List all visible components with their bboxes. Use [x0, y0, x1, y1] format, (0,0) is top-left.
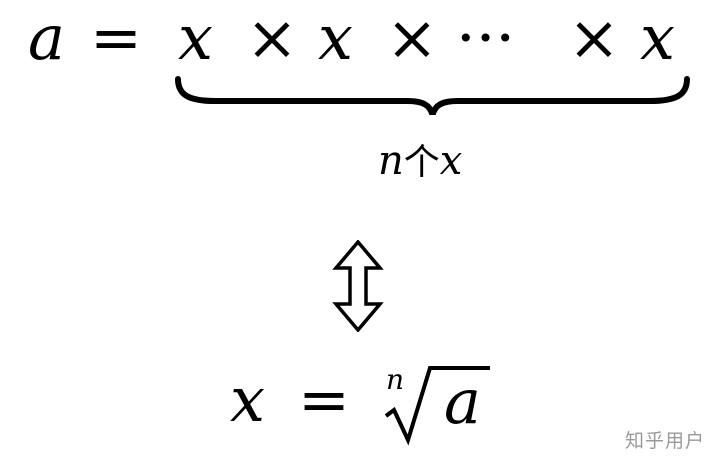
radical-sign-icon [384, 366, 490, 446]
factor-x-1: x [178, 1, 213, 74]
equals-sign: = [90, 1, 142, 74]
measure-word: 个 [403, 142, 440, 183]
label-variable-x: x [439, 138, 463, 184]
root-index-n: n [386, 363, 405, 396]
ellipsis: ··· [456, 1, 516, 74]
factor-x-2: x [318, 1, 353, 74]
root-equation: x = n a [230, 358, 510, 448]
times-sign-2: × [386, 1, 438, 74]
lhs-variable-a: a [28, 1, 65, 74]
radicand-a: a [444, 365, 481, 438]
times-sign-1: × [246, 1, 298, 74]
product-equation: a = x × x × ··· × x [28, 2, 698, 74]
factor-x-last: x [640, 1, 675, 74]
lhs-variable-x: x [230, 363, 265, 436]
count-n: n [378, 138, 404, 184]
underbrace-label: n个x [378, 136, 462, 188]
underbrace [175, 76, 690, 115]
watermark: 知乎用户 [624, 430, 705, 452]
times-sign-3: × [568, 1, 620, 74]
equals-sign-bottom: = [298, 363, 350, 436]
equivalence-arrow-icon [332, 240, 384, 332]
